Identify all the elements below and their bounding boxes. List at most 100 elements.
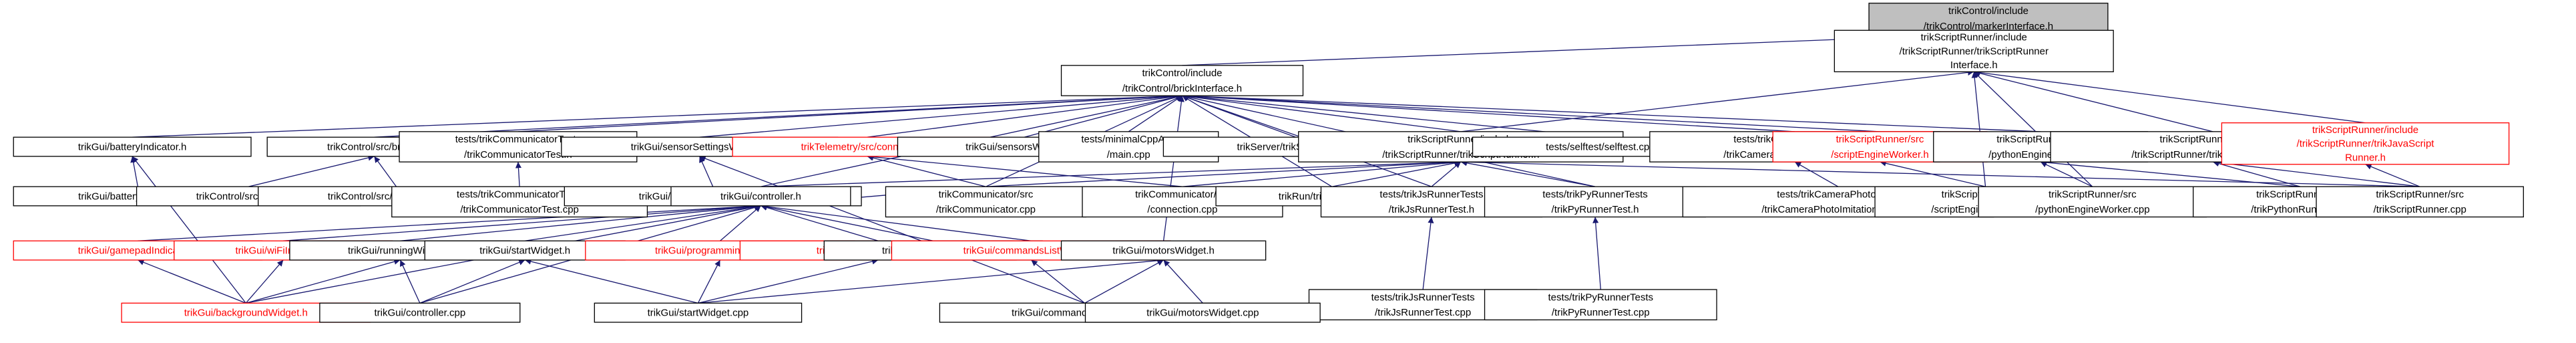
edge-connectionCpp-to-scriptRunnerH bbox=[1182, 159, 1461, 187]
edge-commTestH-to-brickIf bbox=[517, 93, 1183, 132]
edge-scriptRunnerCpp-to-scriptRunnerH bbox=[1460, 158, 2420, 187]
node-box bbox=[2316, 186, 2524, 218]
edge-backgroundWidgetH-to-batteryIndicatorH bbox=[132, 156, 246, 304]
edge-minimalCppMain-to-brickIf bbox=[1128, 95, 1183, 132]
edge-backgroundWidgetH-to-runningWidgetH bbox=[246, 258, 401, 304]
node-controllerH[interactable]: trikGui/controller.h bbox=[670, 186, 851, 207]
node-label: tests/minimalCppApp bbox=[1081, 134, 1176, 145]
edge-startWidgetCpp-to-programmingWidgetH bbox=[697, 259, 721, 304]
node-label: trikGui/motorsWidget.h bbox=[1112, 245, 1215, 257]
node-scriptRunnerCpp[interactable]: trikScriptRunner/src/trikScriptRunner.cp… bbox=[2316, 186, 2524, 218]
node-controllerCpp[interactable]: trikGui/controller.cpp bbox=[319, 302, 521, 323]
node-box bbox=[1060, 240, 1267, 261]
node-box bbox=[885, 186, 1087, 218]
node-label: trikScriptRunner/include bbox=[1921, 32, 2027, 43]
edge-controllerCpp-to-runningWidgetH bbox=[399, 259, 421, 304]
node-box bbox=[670, 186, 851, 207]
node-label: /connection.cpp bbox=[1147, 204, 1217, 215]
node-motorsWidgetH[interactable]: trikGui/motorsWidget.h bbox=[1060, 240, 1267, 261]
node-box bbox=[1868, 3, 2109, 34]
edge-wifiIndicatorH-to-controllerH bbox=[283, 203, 761, 241]
node-label: trikGui/startWidget.cpp bbox=[648, 308, 749, 319]
node-box bbox=[1084, 302, 1321, 323]
node-motorsWidgetCpp[interactable]: trikGui/motorsWidget.cpp bbox=[1084, 302, 1321, 323]
edge-cameraTestH-to-brickIf bbox=[1182, 93, 1795, 132]
edge-commandsListWidgetCpp-to-commandsListWidgetH bbox=[1030, 259, 1085, 304]
node-label: /trikControl/brickInterface.h bbox=[1122, 83, 1242, 94]
edge-programmingWidgetH-to-controllerH bbox=[720, 205, 761, 241]
edge-batteryIndicatorCpp-to-batteryIndicatorH bbox=[130, 156, 139, 187]
edge-connectionH-to-brickIf bbox=[867, 93, 1183, 138]
node-label: trikScriptRunner/src bbox=[2049, 189, 2137, 201]
node-scriptRunnerIf[interactable]: trikScriptRunner/include/trikScriptRunne… bbox=[1834, 29, 2114, 73]
edge-sensorsWidgetCpp-to-brickIf bbox=[1024, 94, 1183, 138]
edge-scriptRunnerCpp-to-pythonRunnerH bbox=[2213, 159, 2420, 187]
node-startWidgetCpp[interactable]: trikGui/startWidget.cpp bbox=[594, 302, 803, 323]
node-box bbox=[594, 302, 803, 323]
edge-pythonRunnerCpp-to-pythonRunnerH bbox=[2212, 160, 2301, 187]
node-label: trikGui/gamepadIndicator.h bbox=[78, 245, 198, 257]
node-pyRunnerTestCpp[interactable]: tests/trikPyRunnerTests/trikPyRunnerTest… bbox=[1484, 289, 1717, 321]
node-label: /trikJsRunnerTest.cpp bbox=[1375, 307, 1471, 318]
node-label: /main.cpp bbox=[1107, 149, 1150, 160]
edge-runMainCpp-to-scriptRunnerH bbox=[1331, 160, 1461, 187]
node-label: trikScriptRunner/src bbox=[1836, 134, 1924, 145]
node-pythonEngineWorkerCpp[interactable]: trikScriptRunner/src/pythonEngineWorker.… bbox=[1978, 186, 2207, 218]
node-pyRunnerTestH[interactable]: tests/trikPyRunnerTests/trikPyRunnerTest… bbox=[1484, 186, 1707, 218]
node-jsRunnerTestCpp[interactable]: tests/trikJsRunnerTests/trikJsRunnerTest… bbox=[1308, 289, 1538, 321]
node-label: tests/selftest/selftest.cpp bbox=[1546, 142, 1655, 153]
edge-scriptEngineWorkerH-to-brickIf bbox=[1182, 93, 1880, 132]
edge-pythonRunnerH-to-scriptRunnerIf bbox=[1974, 70, 2213, 132]
edge-selftestCpp-to-brickIf bbox=[1182, 93, 1600, 138]
node-label: tests/trikCommunicatorTests bbox=[457, 189, 582, 201]
node-label: tests/trikCameraPhotoTests bbox=[1777, 189, 1899, 201]
node-box bbox=[1834, 29, 2114, 73]
node-label: /trikPyRunnerTest.cpp bbox=[1552, 307, 1650, 318]
edge-sensorSettingsH-to-brickIf bbox=[699, 93, 1183, 138]
node-root[interactable]: trikControl/include/trikControl/markerIn… bbox=[1868, 3, 2109, 34]
node-layer: trikControl/include/trikControl/markerIn… bbox=[13, 3, 2524, 323]
edge-motorsWidgetCpp-to-motorsWidgetH bbox=[1163, 259, 1203, 304]
node-brickIf[interactable]: trikControl/include/trikControl/brickInt… bbox=[1060, 65, 1304, 96]
edge-pyRunnerTestCpp-to-pyRunnerTestH bbox=[1592, 217, 1601, 290]
edge-pythonEngineWorkerCpp-to-scriptRunnerIf bbox=[1973, 71, 2093, 187]
node-label: /trikScriptRunner/trikJavaScript bbox=[2297, 138, 2435, 150]
node-batteryIndicatorH[interactable]: trikGui/batteryIndicator.h bbox=[13, 136, 252, 157]
edge-backgroundWidgetH-to-gamepadIndicatorH bbox=[138, 259, 246, 304]
edge-jsRunnerTestH-to-scriptRunnerH bbox=[1431, 161, 1462, 187]
edge-autoRunnerCpp-to-controllerH bbox=[761, 204, 933, 241]
edge-connectionCpp-to-connectionH bbox=[867, 154, 1183, 187]
edge-pythonEngineWorkerCpp-to-pythonEngineWorkerH bbox=[2040, 161, 2093, 187]
node-label: trikControl/include bbox=[1142, 68, 1222, 79]
node-label: tests/trikJsRunnerTests bbox=[1379, 189, 1483, 201]
node-label: tests/trikCommunicatorTests bbox=[455, 134, 581, 145]
node-label: trikCommunicator/src bbox=[939, 189, 1034, 201]
edge-pyRunnerTestH-to-scriptRunnerH bbox=[1460, 160, 1596, 187]
node-commTestH[interactable]: tests/trikCommunicatorTests/trikCommunic… bbox=[399, 131, 638, 162]
edge-scriptRunnerCpp-to-jsRunnerH bbox=[2365, 163, 2420, 187]
edge-brickFactoryCpp-to-brickH bbox=[373, 156, 397, 187]
node-label: tests/trikJsRunnerTests bbox=[1371, 292, 1475, 303]
edge-trikCommCpp1-to-scriptRunnerH bbox=[986, 159, 1461, 187]
edge-startWidgetCpp-to-startWidgetH bbox=[525, 258, 698, 304]
edge-runningWidgetH-to-controllerH bbox=[400, 203, 761, 241]
edge-scriptEngineWorkerCpp-to-scriptEngineWorkerH bbox=[1880, 160, 1986, 187]
node-label: /trikControl/markerInterface.h bbox=[1924, 21, 2053, 32]
edge-scriptRunnerH-to-brickIf bbox=[1182, 93, 1461, 132]
node-label: /scriptEngineWorker.h bbox=[1831, 149, 1928, 160]
node-connectionCpp[interactable]: trikCommunicator/src/connection.cpp bbox=[1082, 186, 1283, 218]
node-jsRunnerH[interactable]: trikScriptRunner/include/trikScriptRunne… bbox=[2221, 122, 2510, 165]
node-trikCommCpp1[interactable]: trikCommunicator/src/trikCommunicator.cp… bbox=[885, 186, 1087, 218]
node-label: trikControl/include bbox=[1948, 5, 2028, 17]
node-label: /trikCommunicatorTest.cpp bbox=[460, 204, 579, 215]
edge-commandsListWidgetH-to-controllerH bbox=[761, 203, 1032, 241]
edge-motorsWidgetH-to-brickIf bbox=[1162, 96, 1185, 241]
edge-batteryIndicatorH-to-brickIf bbox=[132, 92, 1183, 138]
edge-pythonRunnerCpp-to-pythonEngineWorkerH bbox=[2040, 159, 2301, 187]
node-label: Interface.h bbox=[1950, 60, 1998, 71]
edge-jsRunnerH-to-scriptRunnerIf bbox=[1974, 70, 2366, 124]
node-label: trikCommunicator/src bbox=[1135, 189, 1230, 201]
edge-startWidgetH-to-controllerH bbox=[525, 203, 761, 241]
node-label: tests/trikPyRunnerTests bbox=[1548, 292, 1653, 303]
